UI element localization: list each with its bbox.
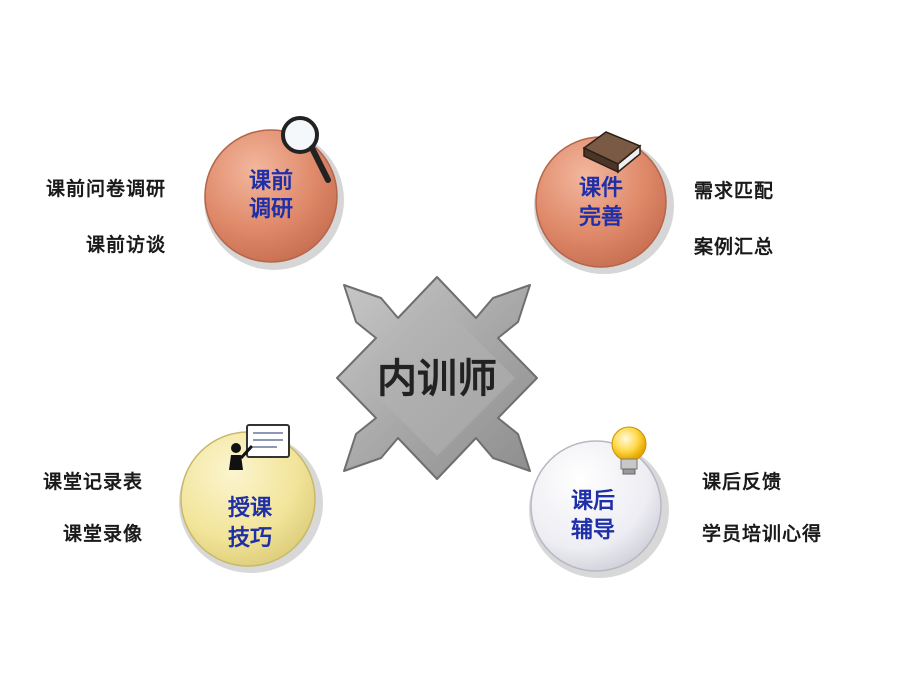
node-pre-research-line2: 调研 [249, 197, 293, 222]
lightbulb-icon [611, 426, 647, 475]
teaching-item-2: 课堂录像 [63, 523, 144, 545]
node-courseware-line1: 课件 [579, 176, 623, 201]
presenter-icon [229, 424, 290, 470]
node-coaching: 课后 辅导 [529, 426, 669, 578]
node-coaching-line2: 辅导 [571, 517, 615, 543]
node-courseware-line2: 完善 [579, 204, 623, 230]
coaching-item-2: 学员培训心得 [702, 523, 823, 545]
courseware-item-2: 案例汇总 [694, 236, 775, 258]
node-pre-research-line1: 课前 [249, 168, 293, 194]
center-diamond [359, 300, 515, 456]
magnifier-icon [281, 116, 331, 183]
pre-research-item-1: 课前问卷调研 [46, 178, 167, 200]
node-teaching: 授课 技巧 [179, 424, 323, 573]
courseware-item-1: 需求匹配 [694, 180, 775, 202]
coaching-item-1: 课后反馈 [702, 471, 783, 493]
center-label: 内训师 [377, 356, 497, 402]
book-icon [582, 131, 642, 174]
node-pre-research-circle [204, 129, 338, 263]
teaching-item-1: 课堂记录表 [43, 471, 144, 493]
pre-research-item-2: 课前访谈 [86, 234, 167, 256]
node-teaching-line1: 授课 [228, 496, 273, 521]
node-courseware: 课件 完善 [534, 131, 674, 274]
node-teaching-line2: 技巧 [228, 526, 272, 551]
node-pre-research: 课前 调研 [204, 116, 344, 270]
center-cross-arrow: 内训师 [336, 276, 538, 480]
node-coaching-line1: 课后 [571, 489, 615, 514]
